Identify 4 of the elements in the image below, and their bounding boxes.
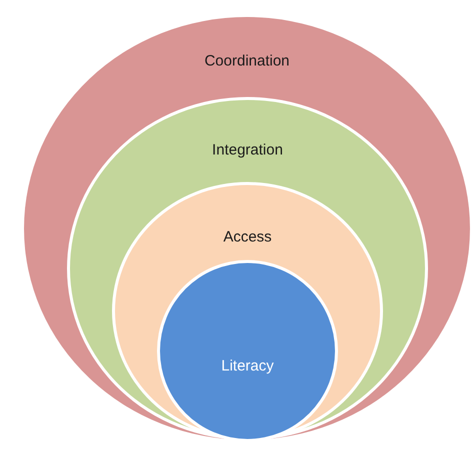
- circle-label: Access: [223, 228, 272, 246]
- circle-label: Integration: [212, 142, 283, 158]
- circle-label: Literacy: [221, 358, 274, 374]
- circle-label: Coordination: [204, 52, 290, 70]
